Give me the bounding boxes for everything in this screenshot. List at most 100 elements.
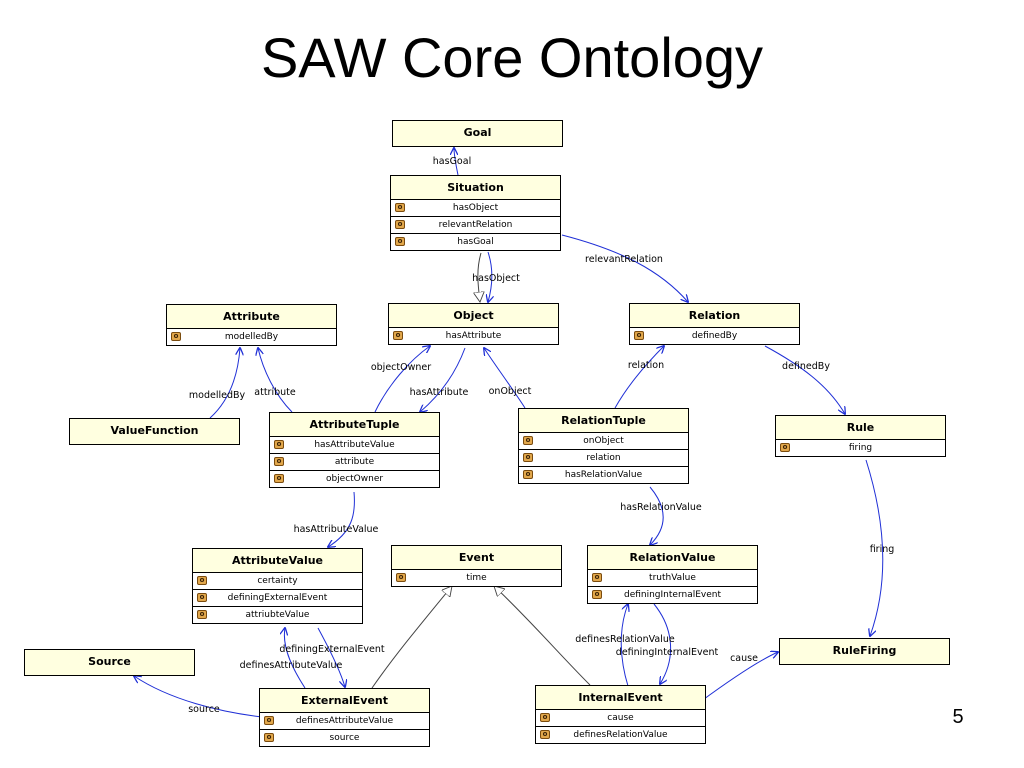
class-name: InternalEvent: [536, 686, 705, 710]
edge-externalevent-event-subclass: [371, 586, 452, 689]
property-name: time: [466, 573, 487, 583]
property-badge-icon: o: [540, 713, 550, 722]
property-badge-icon: o: [395, 203, 405, 212]
label-source: source: [188, 704, 220, 715]
property-badge-icon: o: [592, 573, 602, 582]
class-name: Rule: [776, 416, 945, 440]
class-name: RuleFiring: [832, 644, 897, 657]
class-name: ValueFunction: [110, 424, 199, 437]
class-attribute: Attribute o modelledBy: [166, 304, 337, 346]
class-rulefiring: RuleFiring: [779, 638, 950, 665]
label-hasgoal: hasGoal: [433, 156, 471, 167]
property-name: cause: [607, 713, 634, 723]
edge-internalevent-event-subclass: [494, 586, 591, 686]
label-hasattribute: hasAttribute: [410, 387, 469, 398]
edge-onobject: [484, 348, 526, 409]
label-definesrelationvalue: definesRelationValue: [575, 634, 675, 645]
edge-hasgoal: [454, 148, 459, 176]
property-badge-icon: o: [395, 237, 405, 246]
label-relevantrelation: relevantRelation: [585, 254, 663, 265]
slide-title: SAW Core Ontology: [260, 26, 764, 89]
property-badge-icon: o: [523, 470, 533, 479]
property-name: definingExternalEvent: [227, 593, 328, 603]
property-name: relation: [586, 453, 621, 463]
property-row: o hasRelationValue: [519, 467, 688, 483]
property-badge-icon: o: [523, 436, 533, 445]
property-name: truthValue: [649, 573, 696, 583]
property-name: hasRelationValue: [564, 470, 643, 480]
class-name: AttributeTuple: [270, 413, 439, 437]
class-relationvalue: RelationValue o truthValue o definingInterna…: [587, 545, 758, 604]
class-name: Source: [88, 655, 131, 668]
property-name: attriubteValue: [245, 610, 310, 620]
class-name: Goal: [463, 126, 492, 139]
class-name: RelationValue: [588, 546, 757, 570]
edge-attribute: [258, 348, 293, 413]
property-name: hasAttributeValue: [314, 440, 395, 450]
edge-firing: [865, 459, 884, 636]
property-name: modelledBy: [224, 332, 279, 342]
edge-definesrelationvalue: [620, 604, 628, 687]
edge-source: [134, 676, 263, 718]
edge-relation: [614, 346, 664, 409]
property-row: o time: [392, 570, 561, 586]
label-defininginternalevent: definingInternalEvent: [616, 647, 719, 658]
label-definedby: definedBy: [782, 361, 830, 372]
class-name: Attribute: [167, 305, 336, 329]
property-name: firing: [848, 443, 873, 453]
property-name: hasObject: [452, 203, 499, 213]
property-row: o hasObject: [391, 200, 560, 217]
property-badge-icon: o: [274, 474, 284, 483]
property-badge-icon: o: [396, 573, 406, 582]
property-row: o truthValue: [588, 570, 757, 587]
property-row: o modelledBy: [167, 329, 336, 345]
property-badge-icon: o: [274, 457, 284, 466]
class-source: Source: [24, 649, 195, 676]
class-name: ExternalEvent: [260, 689, 429, 713]
edge-hasrelationvalue: [650, 486, 664, 545]
class-name: AttributeValue: [193, 549, 362, 573]
property-name: definesRelationValue: [573, 730, 668, 740]
edge-definedby: [764, 345, 845, 414]
property-badge-icon: o: [395, 220, 405, 229]
edge-labels: hasGoal hasObject relevantRelation objec…: [188, 156, 894, 715]
class-name: RelationTuple: [519, 409, 688, 433]
edge-definingexternalevent: [317, 627, 345, 687]
edge-hasattributevalue: [328, 491, 355, 547]
class-name: Situation: [391, 176, 560, 200]
label-attribute: attribute: [254, 387, 296, 398]
property-name: definingInternalEvent: [623, 590, 721, 600]
edge-defininginternalevent: [653, 603, 671, 684]
property-badge-icon: o: [523, 453, 533, 462]
property-badge-icon: o: [171, 332, 181, 341]
property-badge-icon: o: [634, 331, 644, 340]
class-goal: Goal: [392, 120, 563, 147]
property-name: certainty: [257, 576, 298, 586]
subclass-edges: [371, 252, 591, 689]
page-number: 5: [952, 706, 964, 728]
label-cause: cause: [730, 653, 758, 664]
property-name: definesAttributeValue: [295, 716, 394, 726]
property-name: source: [329, 733, 360, 743]
property-name: hasAttribute: [445, 331, 502, 341]
property-badge-icon: o: [592, 590, 602, 599]
property-edges: [134, 148, 884, 718]
